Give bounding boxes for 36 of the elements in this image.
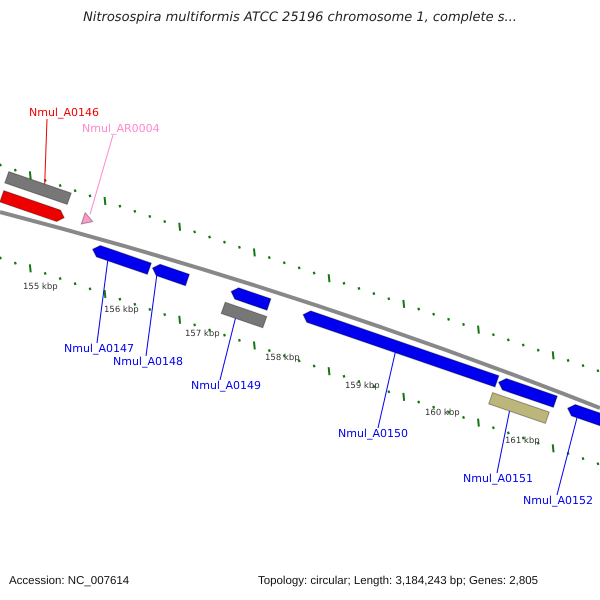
gene-marker [80,212,94,225]
gene-block [498,378,558,408]
leader-line [556,417,578,496]
gene-block [302,310,500,388]
gene-label: Nmul_A0148 [113,356,183,368]
genome-info-text: Topology: circular; Length: 3,184,243 bp; Genes: 2,805 [258,575,538,588]
leader-line [90,134,114,215]
gene-bar [4,170,72,206]
gene-label: Nmul_A0150 [338,428,408,440]
leader-line [96,260,108,344]
gene-block [0,190,65,222]
leader-line [496,410,510,474]
scale-label: 160 kbp [425,409,460,418]
scale-label: 156 kbp [104,306,139,316]
gene-block [152,264,190,286]
gene-block [230,287,272,311]
leader-line [378,352,396,428]
gene-label: Nmul_A0151 [463,473,533,486]
gene-bar [488,392,550,424]
scale-label: 159 kbp [345,382,380,392]
title: Nitrosospira multiformis ATCC 25196 chromosome 1, complete s... [82,11,518,26]
scale-label: 158 kbp [265,354,300,364]
gene-label: Nmul_AR0004 [82,123,160,136]
gene-label: Nmul_A0152 [523,495,593,508]
scale-label: 157 kbp [185,330,220,340]
accession-text: Accession: NC_007614 [9,575,130,588]
scale-label: 155 kbp [23,283,58,292]
gene-bar [220,302,268,328]
gene-label: Nmul_A0146 [29,107,99,120]
gene-label: Nmul_A0149 [191,380,261,392]
gene-block [92,244,152,276]
scale-label: 161 kbp [505,437,540,446]
gene-label: Nmul_A0147 [64,343,134,356]
leader-line [146,275,158,356]
leader-line [220,318,236,380]
leader-line [44,118,48,184]
